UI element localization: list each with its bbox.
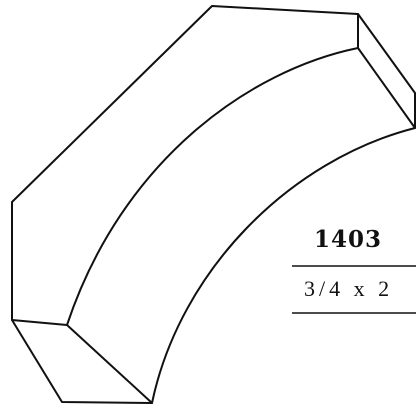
molding-top-end-face	[357, 13, 416, 129]
part-dimension-label: 3/4 x 2	[304, 276, 394, 301]
part-number-label: 1403	[314, 226, 383, 253]
molding-bottom-end-face	[11, 319, 153, 404]
molding-outer-edge	[11, 5, 359, 321]
molding-front-face-curve	[151, 127, 416, 404]
molding-top-face-curve	[66, 47, 359, 326]
